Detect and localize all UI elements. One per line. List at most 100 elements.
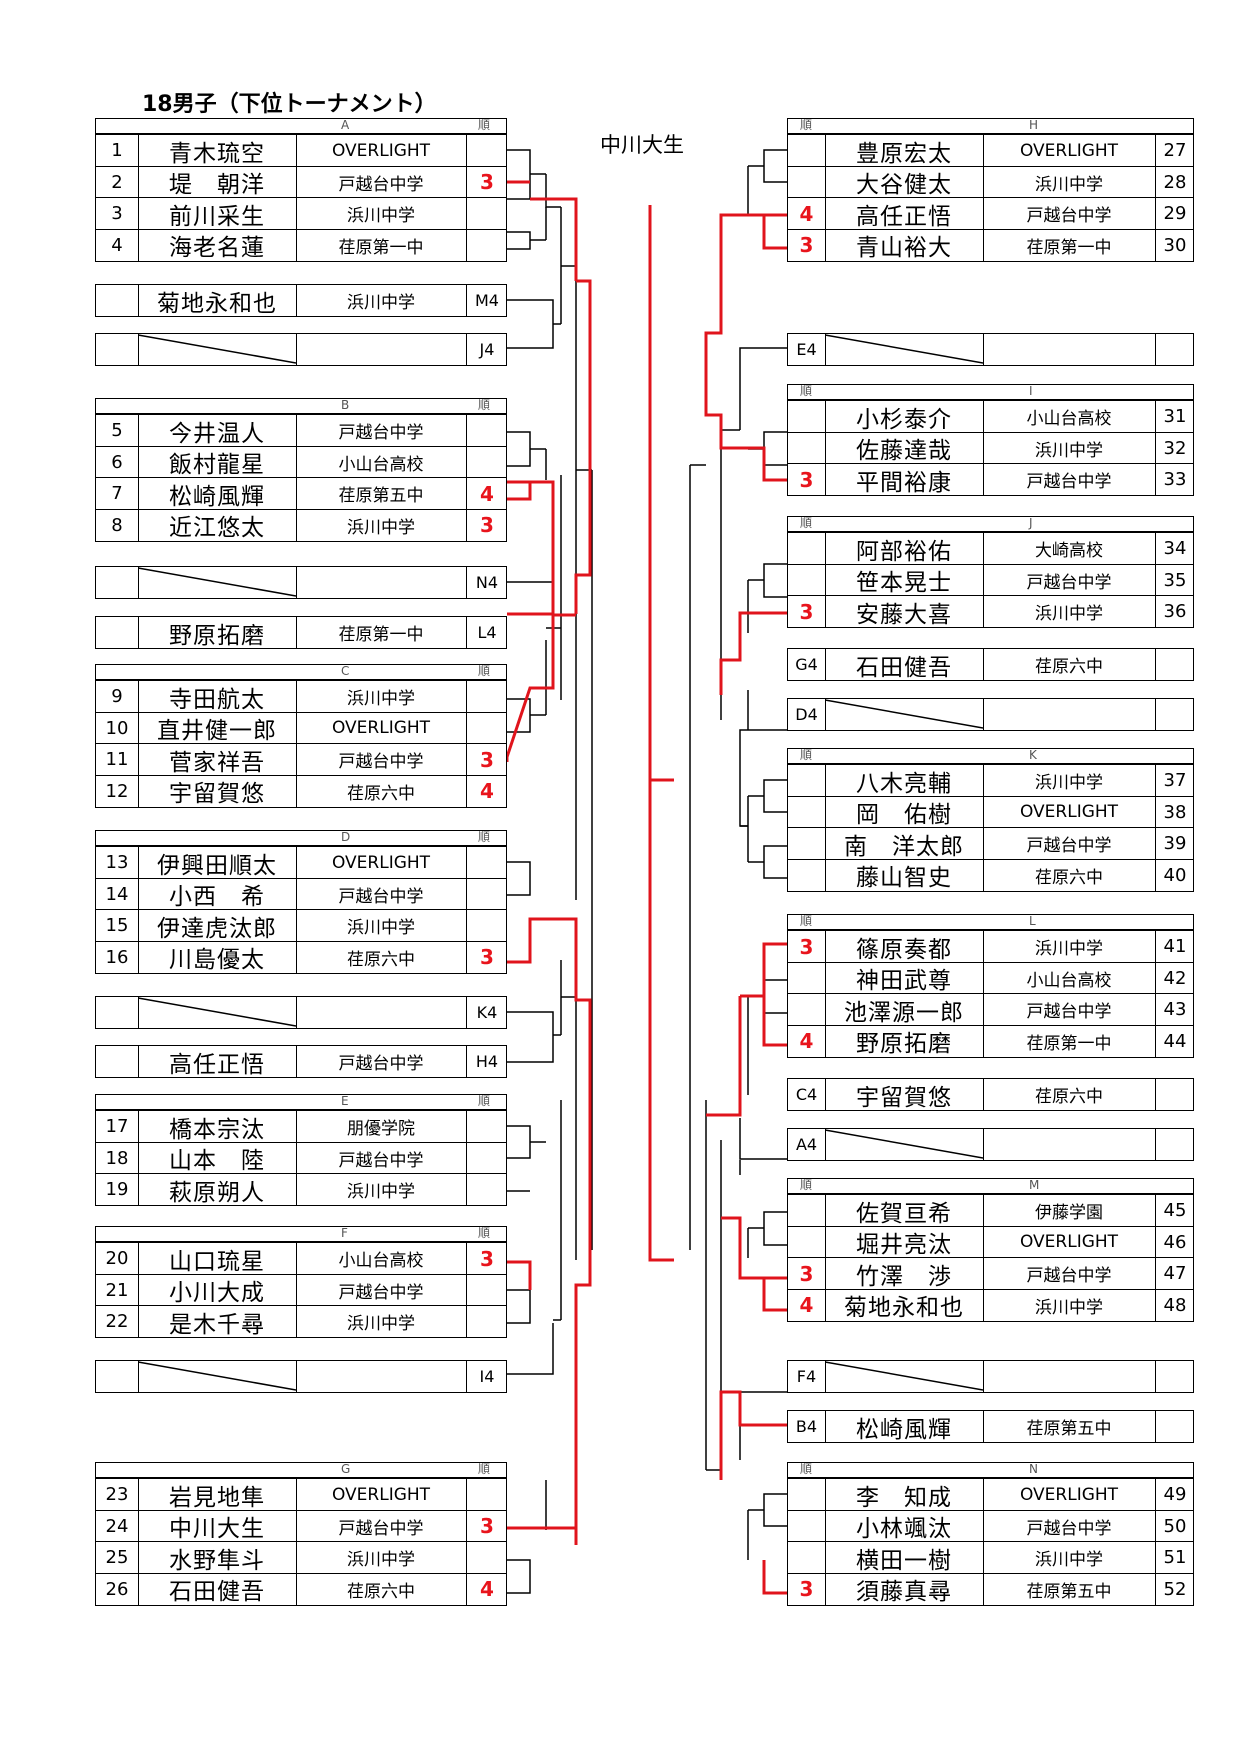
column-divider bbox=[466, 1306, 467, 1337]
player-number: 3 bbox=[111, 203, 123, 224]
column-divider bbox=[296, 1573, 297, 1605]
column-divider bbox=[983, 649, 984, 680]
winner-path bbox=[762, 1560, 787, 1595]
column-divider bbox=[983, 229, 984, 261]
column-divider bbox=[296, 1306, 297, 1337]
bracket-line bbox=[763, 149, 787, 183]
player-number: 31 bbox=[1163, 406, 1187, 427]
player-school: 浜川中学 bbox=[347, 1182, 415, 1202]
player-school: 浜川中学 bbox=[347, 689, 415, 709]
rank-mark: 3 bbox=[799, 1261, 814, 1286]
column-divider bbox=[983, 1226, 984, 1258]
diagonal-line bbox=[825, 1129, 983, 1159]
column-divider bbox=[138, 1361, 139, 1392]
column-divider bbox=[983, 1079, 984, 1110]
player-name: 中川大生 bbox=[169, 1516, 265, 1542]
player-number: 1 bbox=[111, 140, 123, 161]
player-name: 今井温人 bbox=[169, 420, 265, 447]
winner-path bbox=[507, 1260, 532, 1290]
winner-path bbox=[505, 612, 555, 758]
rank-header: 順 bbox=[800, 1462, 813, 1476]
left-slot-j4: J4 bbox=[95, 333, 507, 366]
player-number: 27 bbox=[1163, 140, 1187, 161]
column-divider bbox=[466, 509, 467, 541]
player-name: 笹本晃士 bbox=[856, 570, 952, 596]
player-number: 4 bbox=[111, 234, 123, 256]
column-divider bbox=[825, 828, 826, 859]
player-school: 荏原第五中 bbox=[338, 486, 424, 506]
column-divider bbox=[138, 1243, 139, 1274]
player-school: 浜川中学 bbox=[347, 517, 415, 538]
rank-mark bbox=[788, 1227, 825, 1258]
column-divider bbox=[138, 1510, 139, 1542]
player-number: 26 bbox=[105, 1578, 129, 1600]
player-number: 52 bbox=[1163, 1578, 1187, 1600]
column-divider bbox=[983, 1195, 984, 1226]
player-school: 荏原第五中 bbox=[1026, 1419, 1112, 1439]
column-divider bbox=[466, 681, 467, 712]
column-divider bbox=[1155, 432, 1156, 464]
player-school: 浜川中学 bbox=[1035, 604, 1103, 624]
slot-code: G4 bbox=[795, 655, 818, 674]
bracket-line bbox=[507, 1125, 531, 1159]
column-divider bbox=[825, 1510, 826, 1542]
player-school: 浜川中学 bbox=[1035, 1550, 1103, 1570]
player-name: 青山裕大 bbox=[856, 235, 952, 261]
player-school: 戸越台中学 bbox=[338, 1150, 424, 1171]
player-school: 戸越台中学 bbox=[1026, 206, 1112, 226]
column-divider bbox=[1155, 1510, 1156, 1542]
player-school: 朋優学院 bbox=[347, 1119, 415, 1139]
rank-header: 順 bbox=[800, 516, 813, 530]
column-divider bbox=[466, 997, 467, 1028]
player-number: 29 bbox=[1163, 203, 1187, 224]
player-name: 岡 佑樹 bbox=[856, 802, 952, 828]
bracket-line bbox=[739, 1391, 787, 1460]
player-name: 前川采生 bbox=[169, 203, 265, 230]
column-divider bbox=[1155, 765, 1156, 796]
column-divider bbox=[296, 198, 297, 229]
player-number: 20 bbox=[105, 1248, 129, 1269]
column-divider bbox=[138, 1274, 139, 1306]
column-divider bbox=[138, 744, 139, 775]
empty-slot-diagonal bbox=[825, 699, 983, 729]
player-school: 小山台高校 bbox=[1026, 409, 1112, 429]
player-name: 青木琉空 bbox=[169, 140, 265, 167]
column-divider bbox=[138, 941, 139, 973]
column-divider bbox=[983, 1361, 984, 1392]
player-name: 石田健吾 bbox=[169, 1579, 265, 1605]
column-divider bbox=[296, 1174, 297, 1205]
group-label: G bbox=[341, 1462, 351, 1476]
rank-mark bbox=[788, 994, 825, 1025]
column-divider bbox=[983, 1411, 984, 1442]
column-divider bbox=[1155, 464, 1156, 495]
column-divider bbox=[983, 432, 984, 464]
column-divider bbox=[825, 1411, 826, 1442]
player-number: 16 bbox=[105, 946, 129, 968]
slot-code: J4 bbox=[479, 340, 495, 359]
bracket-line bbox=[763, 779, 787, 813]
column-divider bbox=[983, 1479, 984, 1510]
player-school: 浜川中学 bbox=[347, 293, 415, 313]
column-divider bbox=[296, 847, 297, 878]
player-name: 平間裕康 bbox=[856, 469, 952, 496]
column-divider bbox=[1155, 1226, 1156, 1258]
player-name: 菅家祥吾 bbox=[169, 749, 265, 776]
column-divider bbox=[296, 1142, 297, 1174]
column-divider bbox=[983, 401, 984, 432]
player-number: 46 bbox=[1163, 1231, 1187, 1253]
player-name: 直井健一郎 bbox=[157, 718, 277, 744]
winner-path bbox=[530, 197, 578, 281]
column-divider bbox=[296, 997, 297, 1028]
